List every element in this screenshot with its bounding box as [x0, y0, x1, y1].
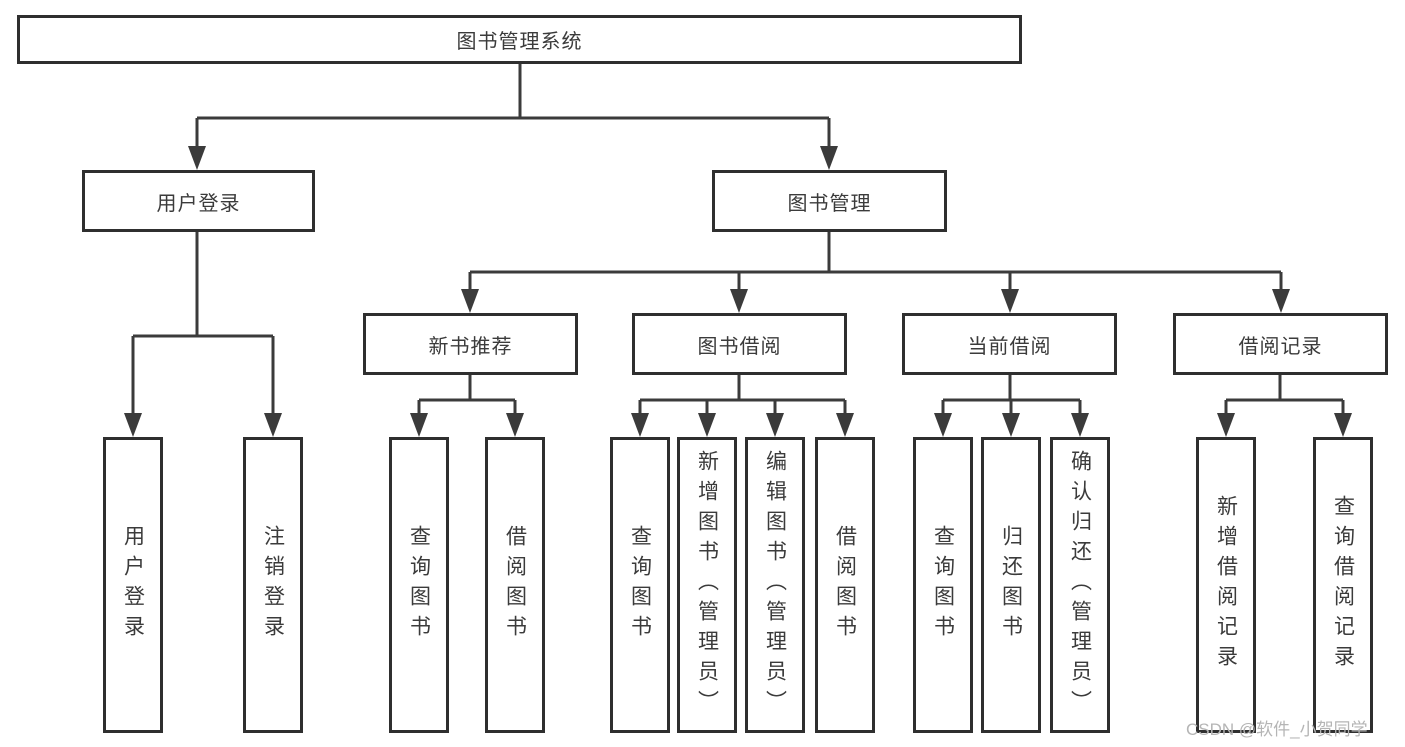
node-library-management-system: 图书管理系统 — [17, 15, 1022, 64]
node-label: 用户登录 — [156, 192, 241, 215]
node-label: 借阅图书 — [833, 525, 857, 645]
leaf-confirm-return-admin: 确认归还（管理员） — [1050, 437, 1110, 733]
leaf-return-books: 归还图书 — [981, 437, 1041, 733]
node-label: 查询图书 — [407, 525, 431, 645]
node-label: 新书推荐 — [428, 335, 513, 358]
leaf-add-borrow-record: 新增借阅记录 — [1196, 437, 1256, 733]
leaf-borrow-books: 借阅图书 — [815, 437, 875, 733]
leaf-borrow-books-recommend: 借阅图书 — [485, 437, 545, 733]
node-label: 借阅图书 — [503, 525, 527, 645]
node-label: 借阅记录 — [1238, 335, 1323, 358]
leaf-query-books-current: 查询图书 — [913, 437, 973, 733]
node-label: 图书借阅 — [697, 335, 782, 358]
node-label: 查询图书 — [628, 525, 652, 645]
csdn-watermark: CSDN @软件_小贺同学 — [1186, 720, 1368, 739]
node-label: 图书管理系统 — [456, 31, 583, 53]
node-label: 查询图书 — [931, 525, 955, 645]
node-current-borrow: 当前借阅 — [902, 313, 1117, 375]
leaf-user-login: 用户登录 — [103, 437, 163, 733]
node-label: 编辑图书（管理员） — [763, 450, 787, 720]
leaf-edit-books-admin: 编辑图书（管理员） — [745, 437, 805, 733]
node-label: 图书管理 — [787, 192, 872, 215]
node-borrow-records: 借阅记录 — [1173, 313, 1388, 375]
leaf-logout: 注销登录 — [243, 437, 303, 733]
node-label: 注销登录 — [261, 525, 285, 645]
node-user-login: 用户登录 — [82, 170, 315, 232]
leaf-query-books-recommend: 查询图书 — [389, 437, 449, 733]
node-book-borrow: 图书借阅 — [632, 313, 847, 375]
arrow-down-icon — [124, 146, 1352, 437]
node-label: 新增图书（管理员） — [695, 450, 719, 720]
node-label: 新增借阅记录 — [1214, 495, 1238, 675]
leaf-query-books-borrow: 查询图书 — [610, 437, 670, 733]
node-label: 确认归还（管理员） — [1068, 450, 1092, 720]
node-book-management: 图书管理 — [712, 170, 947, 232]
leaf-add-books-admin: 新增图书（管理员） — [677, 437, 737, 733]
node-label: 查询借阅记录 — [1331, 495, 1355, 675]
node-label: 当前借阅 — [967, 335, 1052, 358]
leaf-query-borrow-record: 查询借阅记录 — [1313, 437, 1373, 733]
node-label: 用户登录 — [121, 525, 145, 645]
node-label: 归还图书 — [999, 525, 1023, 645]
node-new-book-recommend: 新书推荐 — [363, 313, 578, 375]
